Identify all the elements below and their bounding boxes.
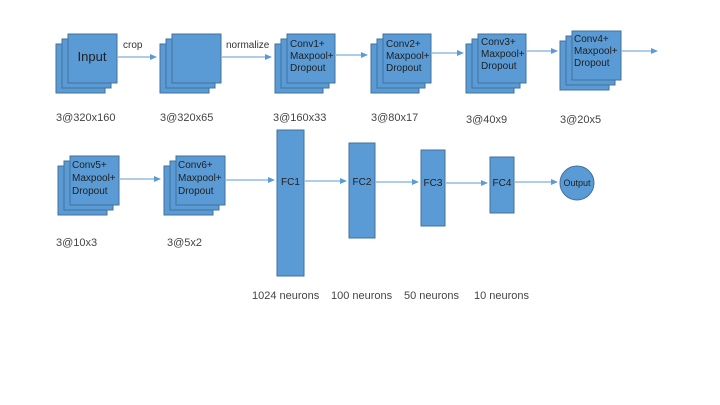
conv6-stack: Conv6+ Maxpool+ Dropout (163, 155, 226, 216)
conv6-dims: 3@5x2 (167, 237, 202, 249)
fc1-label: FC1 (281, 177, 300, 188)
fc4-neurons: 10 neurons (474, 290, 530, 302)
conv1-line-3: Dropout (290, 63, 326, 74)
conv3-stack: Conv3+ Maxpool+ Dropout (465, 33, 527, 94)
conv5-line-3: Dropout (72, 186, 108, 197)
conv4-dims: 3@20x5 (560, 114, 601, 126)
conv6-line-1: Conv6+ (178, 160, 213, 171)
conv2-stack: Conv2+ Maxpool+ Dropout (370, 33, 432, 94)
conv3-line-3: Dropout (481, 61, 517, 72)
conv3-line-1: Conv3+ (481, 37, 516, 48)
conv2-dims: 3@80x17 (371, 112, 418, 124)
conv3-line-2: Maxpool+ (481, 49, 525, 60)
conv5-line-1: Conv5+ (72, 160, 107, 171)
fc3-label: FC3 (424, 178, 443, 189)
fc2-label: FC2 (353, 177, 372, 188)
input-dims: 3@320x160 (56, 112, 116, 124)
conv5-line-2: Maxpool+ (72, 173, 116, 184)
fc1-neurons: 1024 neurons (252, 290, 320, 302)
conv5-stack: Conv5+ Maxpool+ Dropout (57, 155, 120, 216)
conv2-line-2: Maxpool+ (386, 51, 430, 62)
conv2-line-1: Conv2+ (386, 39, 421, 50)
fc1-layer: FC1 (276, 129, 305, 277)
output-label: Output (563, 178, 591, 188)
conv1-line-2: Maxpool+ (290, 51, 334, 62)
fc4-layer: FC4 (489, 156, 515, 214)
conv3-dims: 3@40x9 (466, 114, 507, 126)
input-stack: Input (55, 33, 118, 94)
conv1-dims: 3@160x33 (273, 112, 326, 124)
cropped-dims: 3@320x65 (160, 112, 213, 124)
conv4-line-1: Conv4+ (574, 34, 609, 45)
conv4-line-2: Maxpool+ (574, 46, 618, 57)
fc3-neurons: 50 neurons (404, 290, 460, 302)
crop-label: crop (123, 40, 143, 51)
input-label: Input (78, 49, 107, 64)
output-node: Output (559, 165, 595, 201)
conv4-line-3: Dropout (574, 58, 610, 69)
conv5-dims: 3@10x3 (56, 237, 97, 249)
fc4-label: FC4 (493, 178, 512, 189)
conv6-line-2: Maxpool+ (178, 173, 222, 184)
conv2-line-3: Dropout (386, 63, 422, 74)
fc2-layer: FC2 (348, 142, 376, 239)
fc3-layer: FC3 (420, 149, 446, 227)
conv1-stack: Conv1+ Maxpool+ Dropout (274, 33, 336, 94)
fc2-neurons: 100 neurons (331, 290, 393, 302)
normalize-label: normalize (226, 40, 270, 51)
conv1-line-1: Conv1+ (290, 39, 325, 50)
cropped-stack (159, 33, 222, 94)
conv4-stack: Conv4+ Maxpool+ Dropout (559, 30, 622, 91)
conv6-line-3: Dropout (178, 186, 214, 197)
